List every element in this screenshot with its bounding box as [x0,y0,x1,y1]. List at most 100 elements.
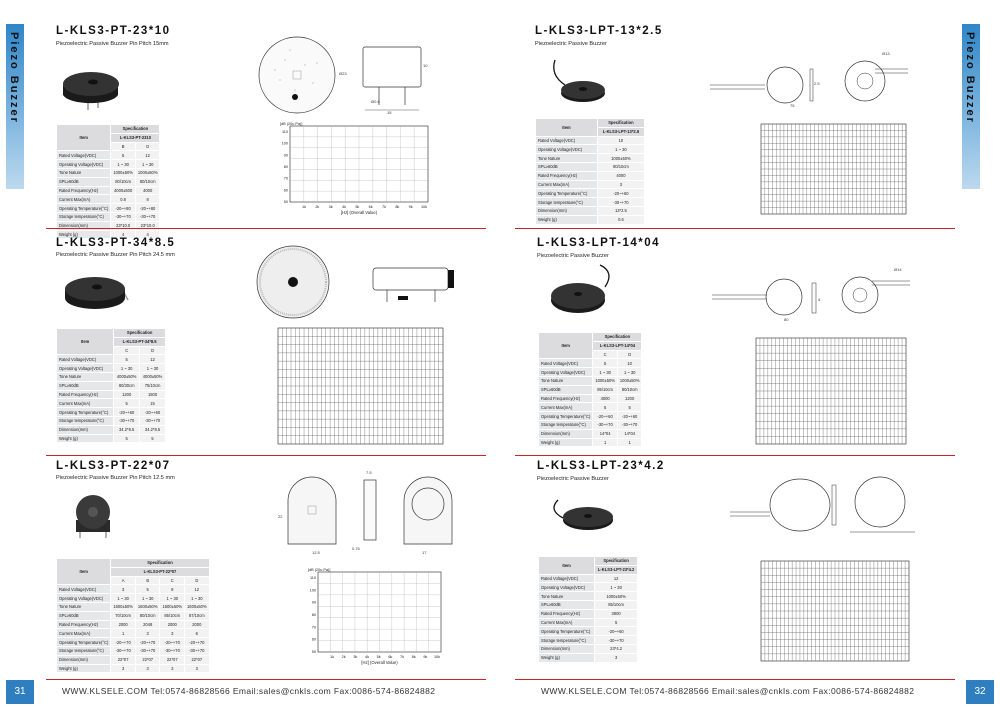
spec-key: Operating Voltage(VDC) [55,593,112,603]
spec-value: 13*2.5 [596,205,646,216]
page-number-left: 31 [6,680,34,704]
spec-key: Current Max(mA) [537,617,596,628]
spec-key: Tone Nature [535,153,598,163]
spec-value: 5 [113,354,141,365]
spec-value: 3 [134,663,161,674]
spec-value: 85/10cm [592,384,618,395]
table-model: L-KLS3-LPT-23*4.2 [594,564,638,575]
product-subtitle: Piezoelectric Passive Buzzer [537,253,609,259]
spec-value: 3 [159,628,186,639]
dim-label: 22 [278,514,283,519]
spec-value: 3 [159,663,186,674]
spec-key: Operating Temperature(°C) [55,203,112,213]
spec-value: 1600±50% [159,601,186,612]
y-tick-label: 60 [284,188,288,192]
spec-value: 5 [594,617,638,628]
spec-value: -20~+70 [184,637,210,647]
frequency-response-chart [760,560,910,662]
spec-value: 80/30cm [113,380,141,391]
spec-key: Tone Nature [55,167,112,178]
spec-value: 1200 [616,393,643,404]
spec-value: -20~+60 [592,411,618,421]
spec-value: 80/10cm [134,610,161,621]
spec-key: Rated Voltage(VDC) [537,573,596,584]
spec-value: 3 [184,663,210,674]
spec-value: -20~+60 [616,411,643,421]
dimension-drawing: Ø23 15 10 Ø0.6 [258,36,428,115]
product-photo [65,277,129,309]
page-number-right: 32 [966,680,994,704]
y-tick-label: 100 [310,588,316,592]
spec-value: 0.6 [596,214,646,225]
spec-key: Operating Temperature(°C) [537,411,594,421]
spec-key: Storage temperature(°C) [535,197,598,207]
spec-value: 3 [134,628,161,639]
spec-key: Dimension(mm) [55,424,115,435]
dim-label: 7.5 [366,470,372,475]
table-row: Operating Voltage(VDC)1 ~ 30 [537,582,638,593]
table-model: L-KLS3-PT-22*07 [110,566,210,577]
spec-value: 5 [113,433,141,444]
spec-value: 1 ~ 30 [596,144,646,155]
spec-value: 1 ~ 30 [594,582,638,593]
table-col-head: D [616,349,643,360]
dim-label: 80 [784,317,789,322]
chart-title: [dB (20u Pa)] [308,568,330,572]
dimension-drawing [256,245,454,319]
table-row: Operating Temperature(°C)-20~+80-20~+80 [55,203,161,213]
table-model: L-KLS3-PT-34*8.5 [113,336,166,347]
y-tick-label: 80 [284,165,288,169]
spec-value: 0.8 [110,194,136,205]
spec-value: 1 ~ 30 [110,159,136,169]
table-header-spec: Specification [592,332,643,342]
side-tab-label: Piezo Buzzer [8,32,20,124]
x-tick-label: 4k [365,655,369,659]
spec-value: 22*07 [184,654,210,665]
spec-value: -30~+70 [594,635,638,645]
dimension-drawing: 22 12.5 7.5 0.76 17 [278,470,453,555]
dimension-drawing [730,476,915,533]
spec-key: Rated Frequency(Hz) [535,170,598,181]
spec-value: 9 [159,584,186,595]
table-col-head: D [184,575,210,586]
table-row: Storage temperature(°C)-30~+70-30~+70 [55,211,161,222]
spec-value: -30~+70 [616,419,643,430]
spec-key: SPL≥60dB [535,161,598,172]
spec-value: -20~+60 [594,626,638,637]
y-tick-label: 60 [312,638,316,642]
spec-value: 1200 [113,389,141,400]
spec-value: 22*07 [110,654,136,665]
table-header-spec: Specification [110,558,210,568]
x-axis-label: [Hz] (Overall Value) [341,210,378,215]
product-subtitle: Piezoelectric Passive Buzzer [535,41,607,47]
spec-key: Weight (g) [537,437,594,448]
dim-label: Ø14 [894,267,902,272]
table-header-item: Item [537,556,596,575]
x-tick-label: 9k [409,205,413,209]
dim-label: Ø13 [882,51,890,56]
spec-key: SPL≥60dB [55,176,112,187]
spec-value: 1 ~ 30 [134,159,161,169]
spec-value: 2000 [110,619,136,630]
dim-label: Ø23 [339,71,347,76]
spec-key: Weight (g) [55,229,112,240]
spec-key: Rated Voltage(VDC) [537,358,594,369]
footer-divider [515,679,955,681]
table-header-spec: Specification [594,556,638,566]
table-row: Operating Temperature(°C)-20~+70-20~+70-… [55,637,210,647]
spec-value: 5 [616,402,643,413]
